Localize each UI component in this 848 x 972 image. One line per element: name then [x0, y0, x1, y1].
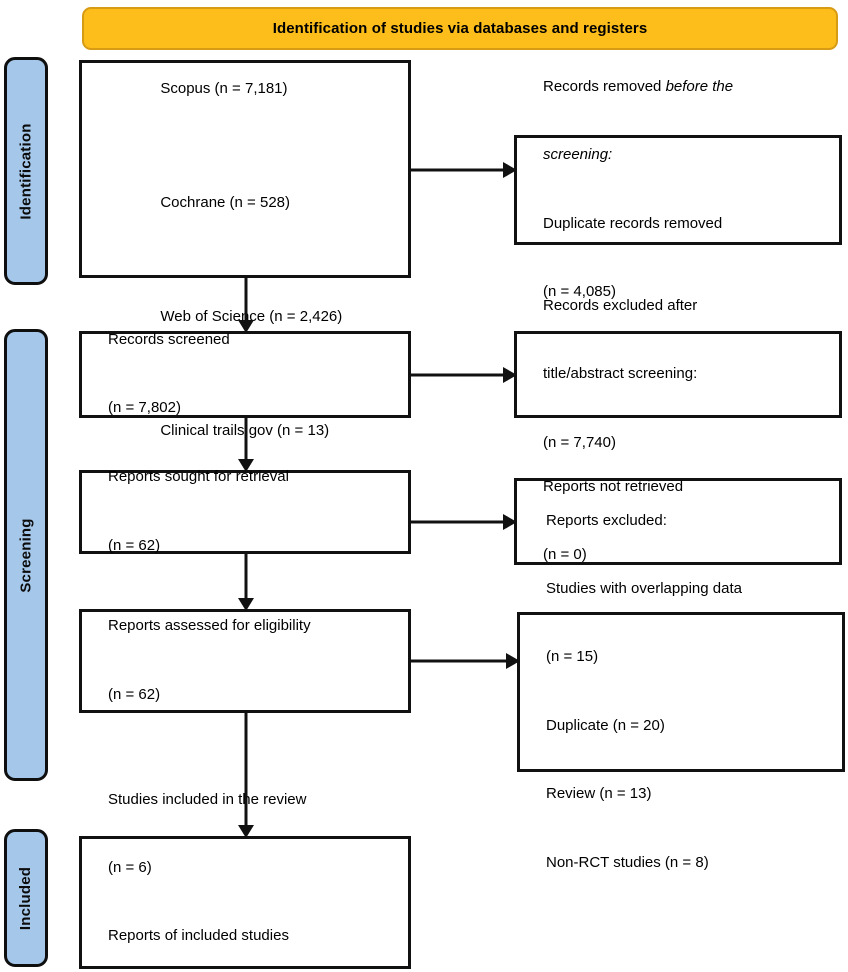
- box-reports-excluded-text: Reports excluded: Studies with overlappi…: [520, 464, 742, 920]
- reports-sought-line-2: (n = 62): [108, 536, 161, 554]
- stage-label-included: Included: [17, 866, 35, 930]
- arrow-assessed-to-studies-included: [233, 713, 259, 838]
- stage-bar-screening: Screening: [4, 329, 48, 781]
- phase-header-label: Identification of studies via databases …: [272, 20, 648, 37]
- box-records-excluded: Records excluded after title/abstract sc…: [514, 297, 842, 451]
- records-removed-emphasis-2: screening:: [543, 146, 613, 164]
- studies-included-line-2: (n = 6): [108, 858, 152, 876]
- reports-assessed-line-2: (n = 62): [108, 685, 161, 703]
- studies-included-line-1: Studies included in the review: [108, 790, 307, 808]
- reports-not-retrieved-line-1: Reports not retrieved: [543, 477, 684, 495]
- reports-excluded-reason-review: Review (n = 13): [546, 785, 652, 803]
- arrow-assessed-to-reports-excluded: [411, 651, 520, 671]
- studies-included-line-3: Reports of included studies: [108, 927, 289, 945]
- reports-excluded-reason-duplicate: Duplicate (n = 20): [546, 716, 665, 734]
- arrow-identified-to-screened: [233, 278, 259, 333]
- source-label-clinical-trials: Clinical trails.gov (n = 13): [160, 421, 330, 439]
- reports-assessed-line-1: Reports assessed for eligibility: [108, 617, 311, 635]
- box-records-excluded-text: Records excluded after title/abstract sc…: [517, 249, 697, 500]
- reports-excluded-reason-non-rct: Non-RCT studies (n = 8): [546, 853, 709, 871]
- records-excluded-line-1: Records excluded after: [543, 296, 698, 314]
- box-studies-included: Studies included in the review (n = 6) R…: [79, 791, 411, 969]
- arrow-identified-to-removed: [411, 160, 517, 180]
- stage-bar-identification: Identification: [4, 57, 48, 285]
- records-screened-line-1: Records screened: [108, 330, 230, 348]
- box-records-screened-text: Records screened (n = 7,802): [82, 283, 230, 465]
- records-removed-line-1: Records removed before the: [543, 76, 733, 99]
- arrow-sought-to-not-retrieved: [411, 512, 517, 532]
- box-studies-included-text: Studies included in the review (n = 6) R…: [82, 743, 306, 972]
- records-removed-line-2: screening:: [543, 144, 733, 167]
- records-identified-source-cochrane: Cochrane (n = 528): [108, 169, 342, 237]
- box-records-removed: Records removed before the screening: Du…: [514, 78, 842, 300]
- records-excluded-line-3: (n = 7,740): [543, 433, 616, 451]
- records-screened-line-2: (n = 7,802): [108, 399, 181, 417]
- box-reports-not-retrieved: Reports not retrieved (n = 0): [514, 478, 842, 565]
- stage-bar-included: Included: [4, 829, 48, 967]
- records-identified-source-scopus: Scopus (n = 7,181): [108, 55, 342, 123]
- box-reports-sought-text: Reports sought for retrieval (n = 62): [82, 421, 289, 603]
- arrow-screened-to-excluded: [411, 365, 517, 385]
- box-records-identified-text: Records identified (n = 11,887): PubMed …: [82, 0, 342, 511]
- box-records-identified: Records identified (n = 11,887): PubMed …: [79, 60, 411, 439]
- source-label-cochrane: Cochrane (n = 528): [160, 193, 291, 211]
- arrow-sought-to-assessed: [233, 554, 259, 611]
- records-removed-lead-text: Records removed: [543, 78, 666, 96]
- reports-not-retrieved-line-2: (n = 0): [543, 546, 587, 564]
- box-reports-sought: Reports sought for retrieval (n = 62): [79, 468, 411, 554]
- phase-header-banner: Identification of studies via databases …: [82, 7, 838, 50]
- arrow-screened-to-sought: [233, 418, 259, 472]
- records-removed-line-4: (n = 4,085): [543, 283, 616, 301]
- stage-label-screening: Screening: [17, 517, 35, 593]
- reports-excluded-reason-overlapping: Studies with overlapping data: [546, 580, 742, 598]
- box-reports-assessed: Reports assessed for eligibility (n = 62…: [79, 609, 411, 713]
- reports-excluded-reason-overlapping-count: (n = 15): [546, 648, 599, 666]
- reports-sought-line-1: Reports sought for retrieval: [108, 468, 289, 486]
- records-removed-line-3: Duplicate records removed: [543, 214, 723, 232]
- records-identified-source-clinicaltrials: Clinical trails.gov (n = 13): [108, 397, 342, 465]
- reports-excluded-title: Reports excluded:: [546, 511, 667, 529]
- source-label-scopus: Scopus (n = 7,181): [160, 79, 288, 97]
- records-excluded-line-2: title/abstract screening:: [543, 365, 698, 383]
- records-identified-source-pubmed: PubMed (n = 1,737): [108, 0, 342, 9]
- box-reports-not-retrieved-text: Reports not retrieved (n = 0): [517, 430, 683, 612]
- box-reports-excluded: Reports excluded: Studies with overlappi…: [517, 512, 845, 871]
- box-records-removed-text: Records removed before the screening: Du…: [517, 30, 733, 349]
- box-reports-assessed-text: Reports assessed for eligibility (n = 62…: [82, 570, 311, 752]
- stage-label-identification: Identification: [17, 122, 35, 220]
- box-records-screened: Records screened (n = 7,802): [79, 331, 411, 418]
- records-removed-emphasis-1: before the: [665, 78, 734, 96]
